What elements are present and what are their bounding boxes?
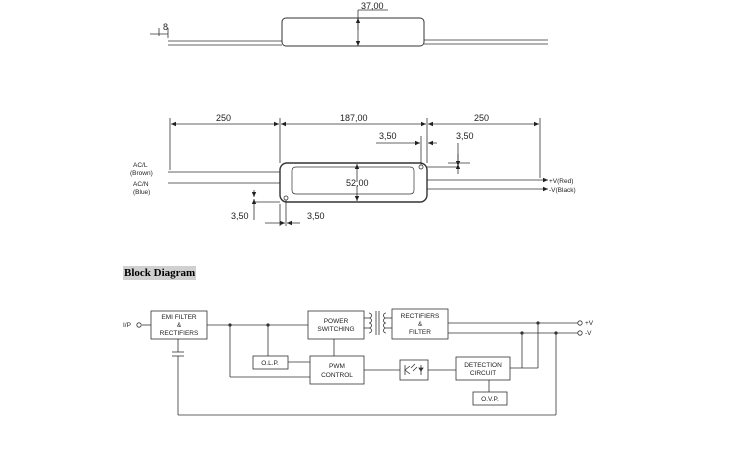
power-switching-line2: SWITCHING — [317, 326, 354, 333]
top-view-leads — [168, 39, 548, 46]
mount-hole-bottom-left — [283, 195, 289, 201]
rectifiers-filter-line3: FILTER — [409, 329, 431, 336]
olp-label: O.L.P. — [261, 360, 279, 367]
hole-offset-top-a-label: 3,50 — [379, 131, 397, 141]
emi-filter-line2: & — [177, 322, 182, 329]
output-neg-terminal-label: -V — [585, 330, 592, 337]
output-pos-terminal-label: +V — [585, 320, 594, 327]
output-neg-label: -V(Black) — [549, 187, 576, 194]
mount-hole-top-right — [418, 164, 424, 170]
input-n-label: AC/N — [133, 181, 149, 188]
pwm-control-line2: CONTROL — [321, 372, 353, 379]
body-length-label: 187,00 — [340, 113, 368, 123]
front-view — [168, 118, 548, 226]
emi-filter-block — [150, 310, 208, 340]
pwm-control-line1: PWM — [329, 363, 345, 370]
top-view — [150, 9, 548, 47]
input-l-label: AC/L — [133, 162, 148, 169]
ovp-label: O.V.P. — [481, 396, 499, 403]
olp-block — [252, 355, 289, 370]
detection-circuit-line1: DETECTION — [464, 362, 502, 369]
emi-filter-line1: EMI FILTER — [161, 314, 197, 321]
emi-filter-line3: RECTIFIERS — [160, 330, 199, 337]
pwm-control-block — [309, 355, 365, 385]
lead-right-label: 250 — [474, 113, 489, 123]
transformer-symbol — [364, 311, 392, 335]
top-view-body — [281, 17, 425, 47]
input-l-color: (Brown) — [130, 170, 153, 177]
output-pos-label: +V(Red) — [549, 178, 573, 185]
hole-offset-bottom-dimensions — [251, 190, 300, 226]
top-height-dimension — [355, 9, 388, 46]
junction-dots — [228, 321, 558, 335]
detection-circuit-line2: CIRCUIT — [470, 370, 496, 377]
rectifiers-filter-line1: RECTIFIERS — [401, 313, 440, 320]
terminal-circles — [136, 320, 583, 336]
power-switching-block — [307, 310, 365, 340]
body-height-label: 52,00 — [346, 178, 369, 188]
detection-circuit-block — [455, 356, 511, 381]
output-lead-arrows — [541, 177, 548, 192]
block-diagram — [136, 308, 583, 416]
block-diagram-heading: Block Diagram — [123, 266, 197, 280]
rectifiers-filter-block — [391, 308, 449, 340]
front-view-body — [279, 162, 428, 203]
top-width-dimension — [150, 28, 169, 38]
capacitor-symbol — [172, 351, 184, 362]
front-view-leads — [168, 171, 541, 190]
ovp-block — [472, 391, 508, 406]
rectifiers-filter-line2: & — [418, 321, 423, 328]
input-terminal-label: I/P — [123, 322, 131, 329]
length-dimensions — [169, 118, 541, 178]
photo-coupler-block — [399, 359, 429, 381]
lead-left-label: 250 — [216, 113, 231, 123]
hole-offset-top-b-label: 3,50 — [456, 131, 474, 141]
hole-offset-bottom-b-label: 3,50 — [307, 211, 325, 221]
input-n-color: (Blue) — [133, 189, 150, 196]
top-height-label: 37,00 — [361, 1, 384, 11]
hole-offset-bottom-a-label: 3,50 — [231, 211, 249, 221]
block-diagram-wiring — [142, 322, 578, 416]
power-switching-line1: POWER — [324, 318, 349, 325]
top-width-label: 8 — [163, 22, 168, 32]
hole-offset-top-dimensions — [376, 136, 470, 174]
